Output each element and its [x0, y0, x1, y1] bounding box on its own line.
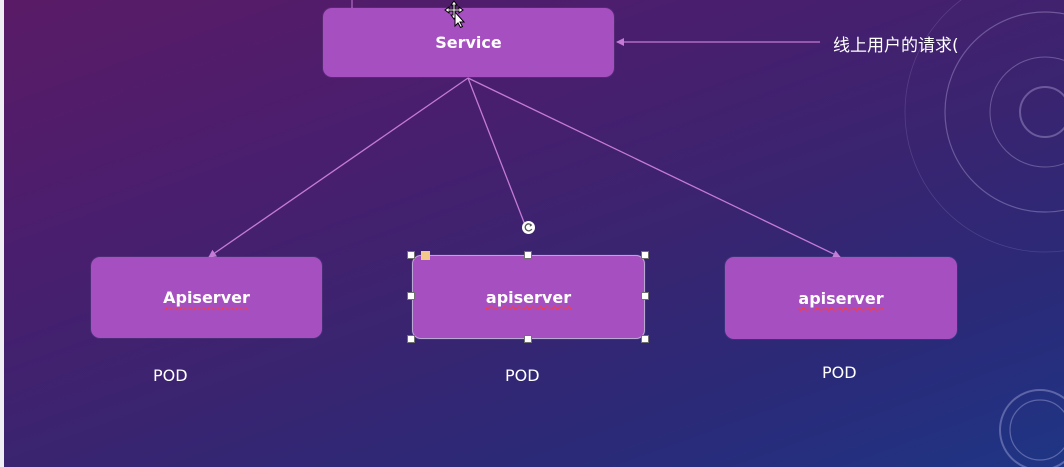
- pod-box-middle[interactable]: apiserver: [412, 255, 645, 339]
- resize-handle-bottom-right[interactable]: [641, 335, 649, 343]
- pod-box-left[interactable]: Apiserver: [91, 257, 322, 338]
- request-label: 线上用户的请求(: [833, 36, 959, 56]
- resize-handle-bottom-left[interactable]: [407, 335, 415, 343]
- resize-handle-top-left[interactable]: [407, 251, 415, 259]
- resize-handle-right[interactable]: [641, 292, 649, 300]
- rotate-handle-icon[interactable]: [522, 221, 535, 234]
- resize-handle-bottom[interactable]: [524, 335, 532, 343]
- connector-right[interactable]: [467, 77, 841, 258]
- service-label: Service: [435, 33, 502, 52]
- resize-handle-top-right[interactable]: [641, 251, 649, 259]
- pod-caption-middle: POD: [505, 366, 540, 385]
- resize-handle-top[interactable]: [524, 251, 532, 259]
- pod-label-middle: apiserver: [485, 287, 572, 307]
- pod-label-right: apiserver: [798, 288, 884, 308]
- adjust-handle[interactable]: [421, 251, 430, 260]
- window-edge: [0, 0, 4, 467]
- pod-label-left: Apiserver: [163, 288, 250, 307]
- resize-handle-left[interactable]: [407, 292, 415, 300]
- pod-box-right[interactable]: apiserver: [725, 257, 957, 339]
- move-cursor-icon: [444, 0, 468, 32]
- decorative-rings-bottom: [999, 389, 1064, 467]
- pod-caption-left: POD: [153, 366, 188, 385]
- connector-middle[interactable]: [467, 77, 528, 231]
- service-box[interactable]: Service: [323, 8, 614, 77]
- connector-left[interactable]: [208, 77, 469, 258]
- decorative-rings-top: [904, 0, 1064, 253]
- pod-caption-right: POD: [822, 363, 857, 382]
